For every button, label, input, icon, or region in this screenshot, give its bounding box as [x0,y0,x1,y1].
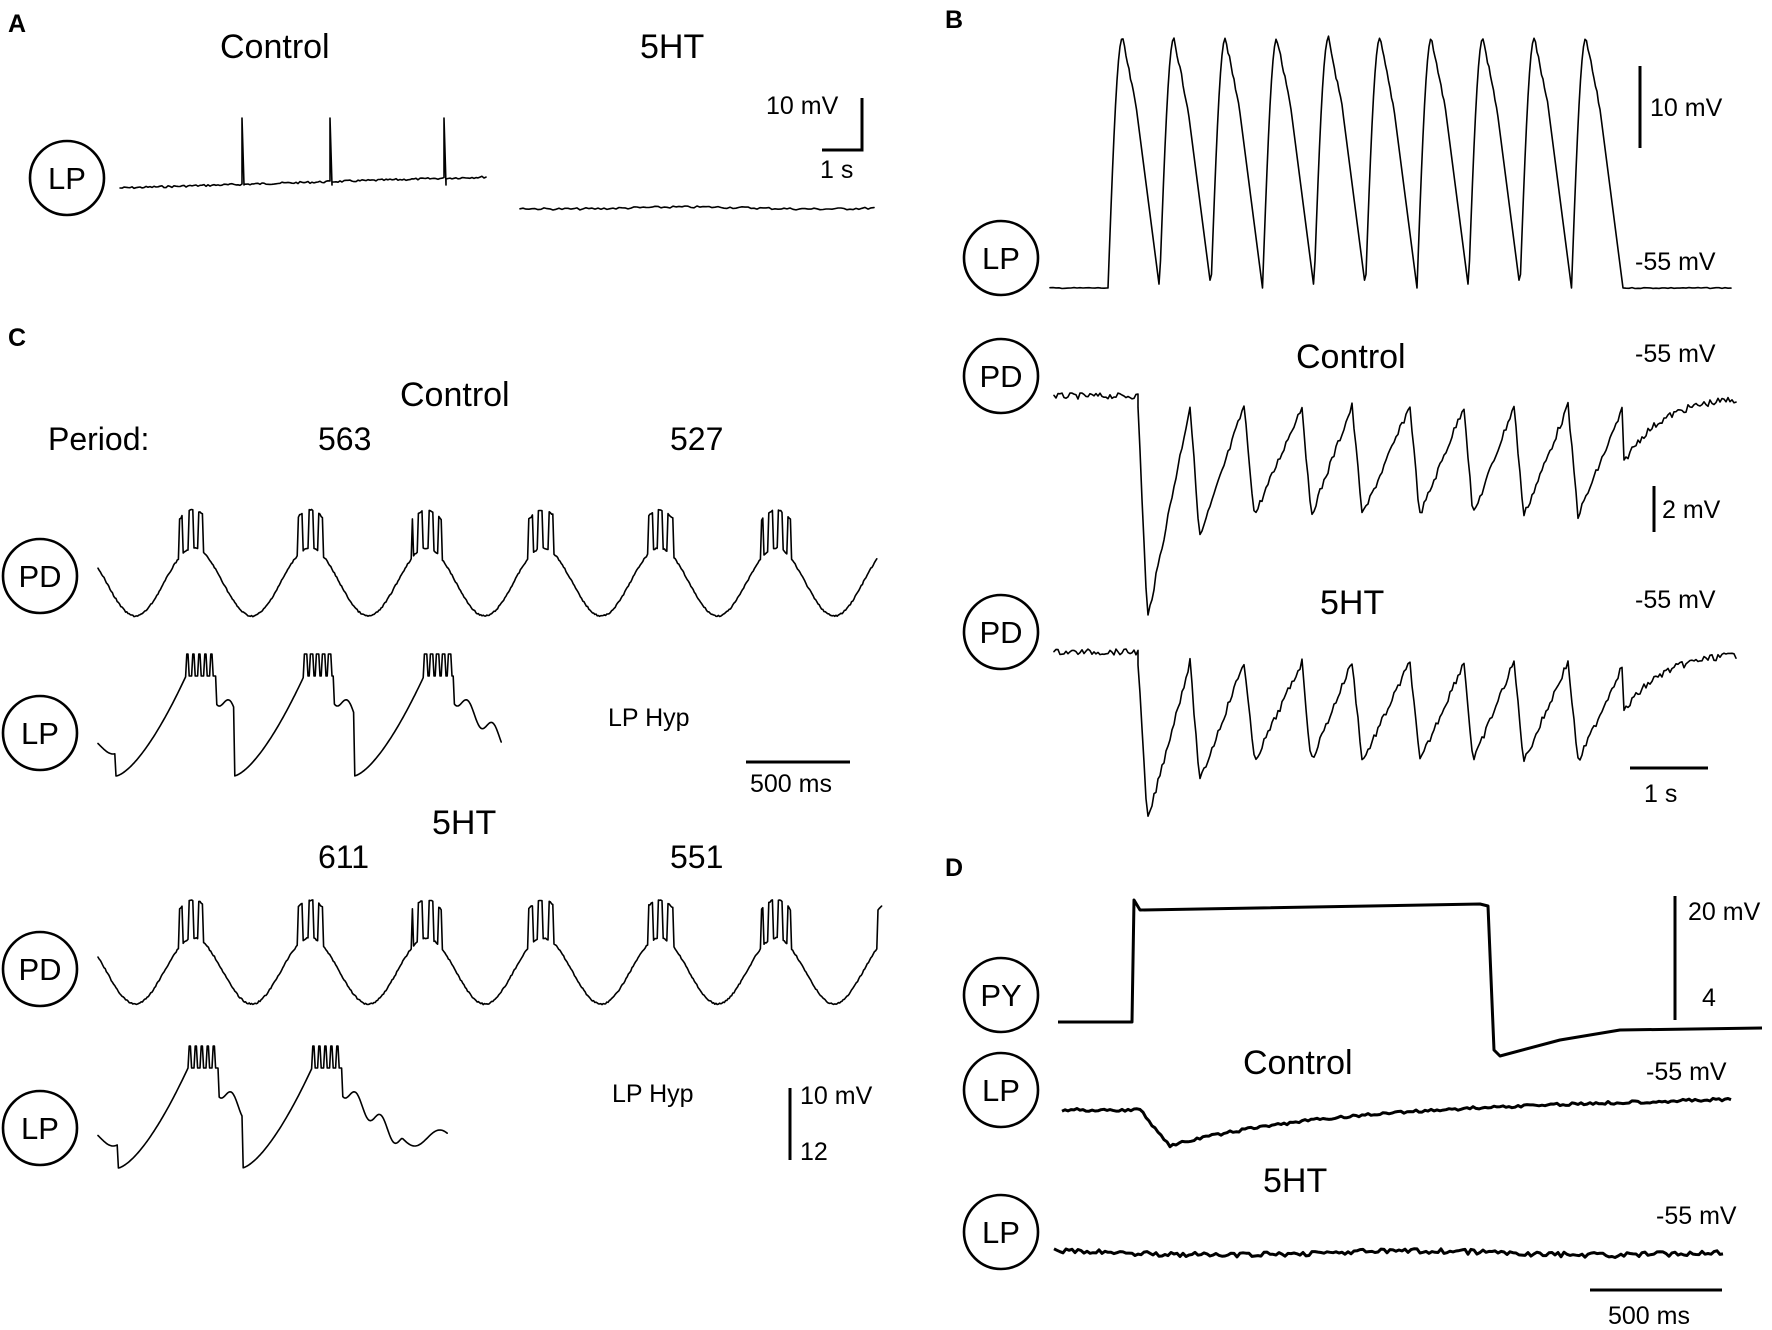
panel-c-period-control-2: 527 [670,421,723,457]
panel-b-pd2-cell-badge [962,593,1040,671]
panel-b-scale-time: 1 s [1644,780,1677,808]
panel-b-5ht-title: 5HT [1320,584,1384,622]
panel-b-lp-scale-mv: 10 mV [1650,94,1723,122]
panel-d-scale-num: 4 [1702,984,1716,1012]
panel-d-py-cell-badge [962,956,1040,1034]
panel-c-scale-time: 500 ms [750,770,832,798]
panel-c-pd-5ht-trace [97,899,883,1006]
panel-a-lp-cell-label: LP [48,161,86,196]
panel-d-5ht-title: 5HT [1263,1162,1327,1200]
panel-c-pd-control-trace [97,508,878,618]
panel-c-period-5ht-1: 611 [318,839,369,875]
panel-d-control-title: Control [1243,1044,1353,1082]
panel-d-scale-time: 500 ms [1608,1302,1690,1330]
panel-d-lp2-cell-badge [962,1193,1040,1271]
panel-c-control-title: Control [400,376,510,414]
panel-c-lp-hyp-2: LP Hyp [612,1080,694,1108]
panel-b-lp-cell-label: LP [982,241,1020,276]
panel-c-lp-control-trace [97,653,502,777]
panel-c-lp1-cell-label: LP [21,716,59,751]
panel-d-lp1-cell-badge [962,1051,1040,1129]
panel-a-label: A [8,10,26,38]
panel-a: A Control 5HT LP 10 mV 1 s [8,10,875,217]
panel-d-py-trace [1058,898,1763,1058]
panel-c-lp-5ht-trace [97,1045,448,1169]
panel-d-scale-mv: 20 mV [1688,898,1761,926]
panel-b-control-title: Control [1296,338,1406,376]
panel-d: D PY 20 mV 4 LP Control -55 mV LP 5HT -5… [945,854,1763,1330]
panel-a-scale-mv: 10 mV [766,92,839,120]
panel-b-pd-5ht-trace [1053,648,1737,817]
panel-b-lp-trace [1049,35,1732,290]
panel-b-pd-control-trace [1053,392,1737,616]
panel-c-pd1-cell-badge [1,537,79,615]
panel-d-lp2-cell-label: LP [982,1215,1020,1250]
panel-b-lp-cell-badge [962,219,1040,297]
panel-b-pd1-cell-label: PD [979,359,1022,394]
panel-c-period-5ht-2: 551 [670,839,723,875]
panel-c-5ht-title: 5HT [432,804,496,842]
panel-b: B LP 10 mV -55 mV PD Control -55 mV 2 mV… [945,6,1737,817]
panel-a-control-trace [119,117,487,190]
panel-d-py-cell-label: PY [980,978,1021,1013]
panel-c-pd2-cell-label: PD [18,952,61,987]
panel-c-pd1-cell-label: PD [18,559,61,594]
panel-d-lp-control-trace [1061,1096,1732,1149]
panel-c-period-label: Period: [48,421,149,457]
panel-d-label: D [945,854,963,882]
panel-c-label: C [8,324,26,352]
panel-a-5ht-title: 5HT [640,28,704,66]
panel-a-scale-bar [822,98,864,152]
panel-b-pd-scale-mv: 2 mV [1662,496,1721,524]
panel-d-vrest-2: -55 mV [1656,1202,1737,1230]
panel-c-lp2-cell-label: LP [21,1111,59,1146]
panel-c-scale-mv: 10 mV [800,1082,873,1110]
panel-c-lp-hyp-1: LP Hyp [608,704,690,732]
panel-b-pd1-cell-badge [962,337,1040,415]
panel-d-lp-5ht-trace [1053,1247,1724,1259]
panel-b-label: B [945,6,963,34]
panel-a-lp-cell-badge [28,139,106,217]
panel-a-5ht-trace [519,205,875,211]
panel-a-control-title: Control [220,28,330,66]
panel-b-pd1-vrest: -55 mV [1635,340,1716,368]
panel-c-scale-num: 12 [800,1138,828,1166]
panel-b-pd2-vrest: -55 mV [1635,586,1716,614]
panel-c-period-control-1: 563 [318,421,371,457]
panel-c-lp1-cell-badge [1,694,79,772]
panel-d-lp1-cell-label: LP [982,1073,1020,1108]
panel-b-pd2-cell-label: PD [979,615,1022,650]
panel-c-lp2-cell-badge [1,1089,79,1167]
panel-c: C Control Period: 563 527 PD LP LP Hyp 5… [1,324,883,1169]
panel-c-pd2-cell-badge [1,930,79,1008]
panel-b-lp-vrest: -55 mV [1635,248,1716,276]
panel-a-scale-time: 1 s [820,156,853,184]
panel-d-vrest-1: -55 mV [1646,1058,1727,1086]
